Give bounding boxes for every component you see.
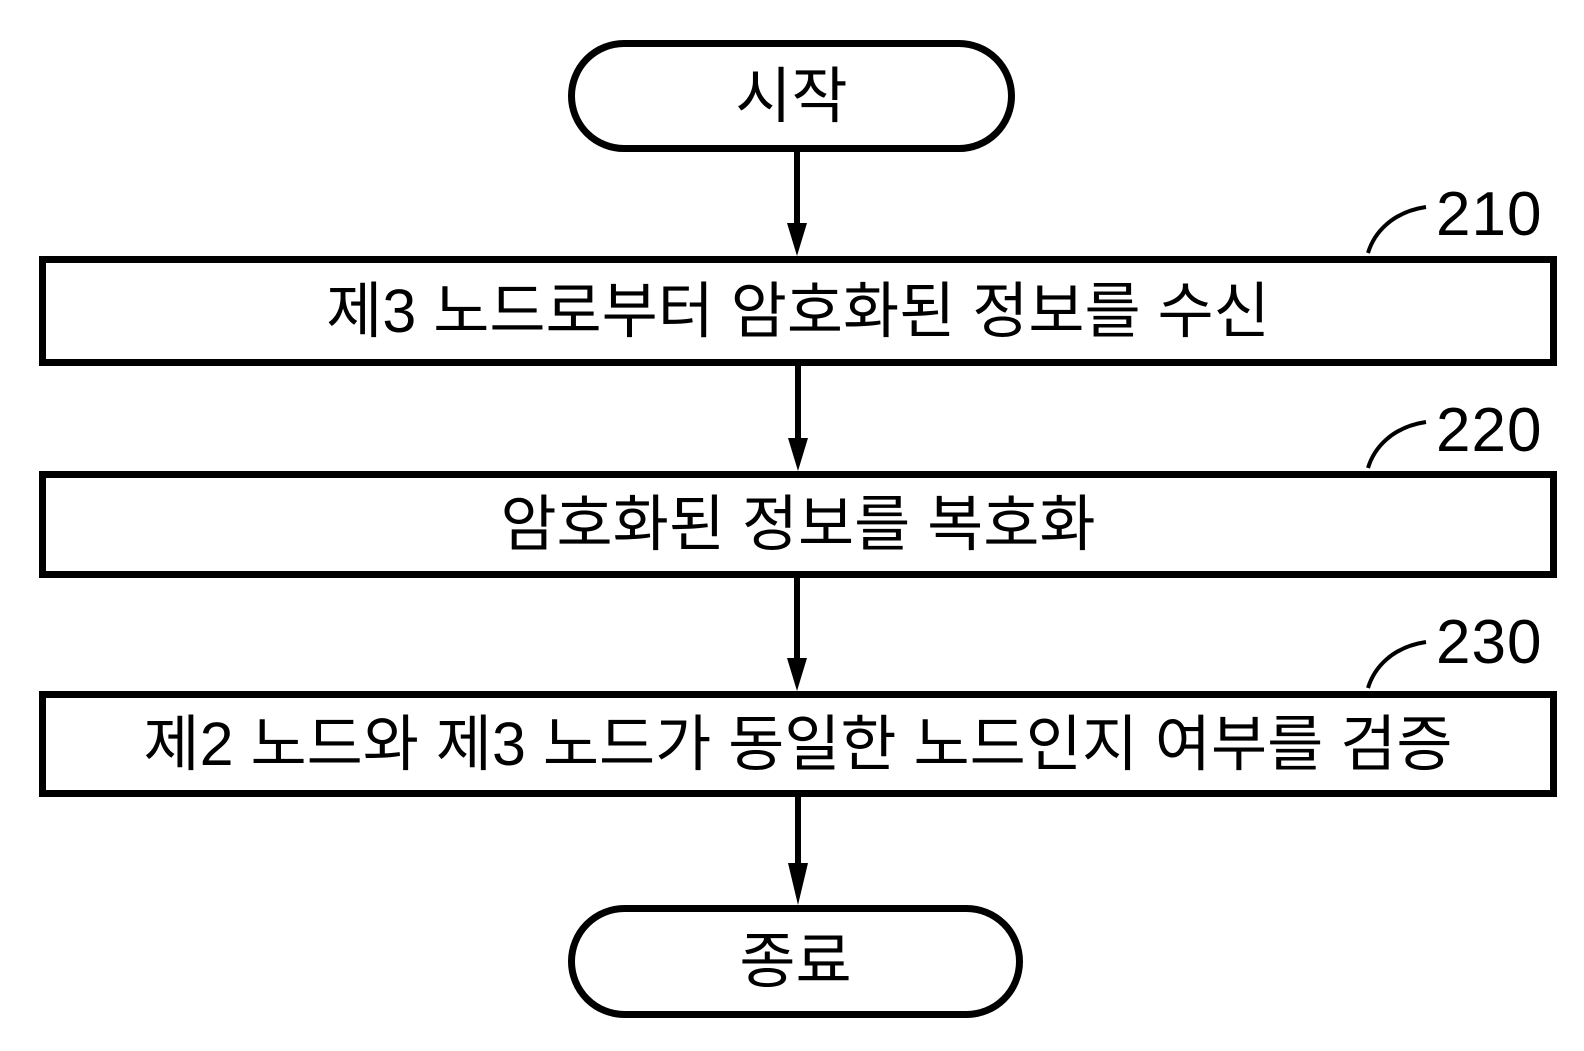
arrow-start-to-step-210 xyxy=(787,152,807,256)
process-step-210: 제3 노드로부터 암호화된 정보를 수신 xyxy=(39,256,1557,366)
arrow-step-210-to-step-220 xyxy=(788,366,808,471)
ref-numeral-220: 220 xyxy=(1436,396,1543,465)
process-step-220: 암호화된 정보를 복호화 xyxy=(39,471,1557,578)
leader-line-230 xyxy=(1366,640,1427,689)
end-terminal: 종료 xyxy=(568,905,1023,1018)
ref-numeral-230: 230 xyxy=(1436,608,1543,677)
process-step-230: 제2 노드와 제3 노드가 동일한 노드인지 여부를 검증 xyxy=(39,691,1557,797)
start-terminal: 시작 xyxy=(568,40,1015,152)
arrow-step-230-to-end xyxy=(788,797,808,905)
ref-numeral-210: 210 xyxy=(1436,180,1543,249)
leader-line-220 xyxy=(1366,420,1427,469)
leader-line-210 xyxy=(1366,205,1427,254)
arrow-step-220-to-step-230 xyxy=(787,578,807,691)
